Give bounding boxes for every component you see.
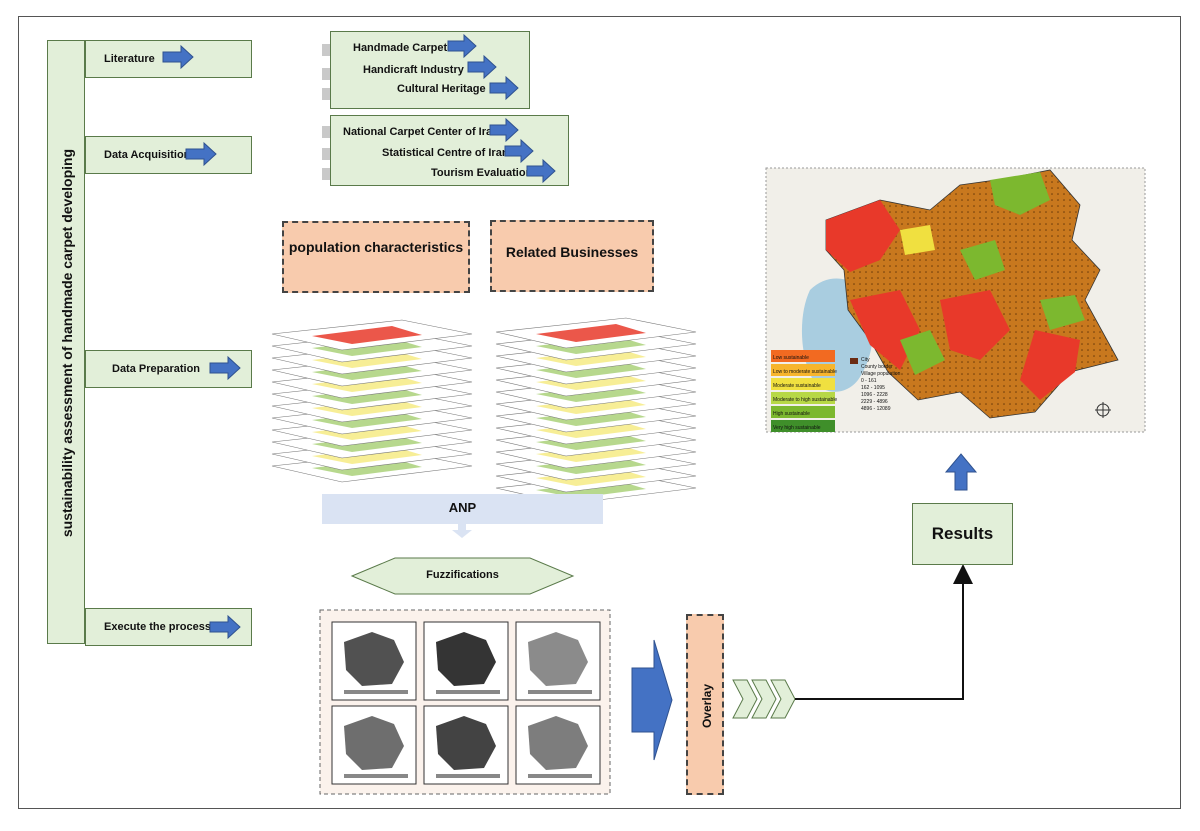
fuzzification-shape (350, 557, 575, 595)
fuzzy-map-shape (528, 632, 588, 686)
legend-item: County border (861, 364, 893, 370)
arrow-right-icon (489, 75, 519, 101)
anp-down-arrow-icon (452, 524, 472, 538)
step-literature: Literature (85, 40, 252, 78)
arrow-right-icon (185, 141, 217, 167)
map-legend: Low sustainable Low to moderate sustaina… (773, 351, 837, 435)
literature-items-box: Handmade Carpet Handicraft Industry Cult… (330, 31, 530, 109)
legend-item: 162 - 1095 (861, 385, 885, 391)
step-label: Execute the process (104, 621, 211, 633)
result-map (765, 167, 1146, 433)
related-businesses-label: Related Businesses (505, 244, 639, 260)
fuzzy-map-shape (528, 716, 588, 770)
fuzzy-scale-bar (528, 774, 592, 778)
legend-item: 0 - 161 (861, 378, 877, 384)
literature-item: Handicraft Industry (363, 64, 464, 76)
legend-class: Moderate sustainable (773, 383, 821, 389)
legend-item: 1096 - 2228 (861, 392, 888, 398)
fuzzy-map-shape (344, 716, 404, 770)
fuzzy-map-shape (436, 716, 496, 770)
overlay-label: Overlay (700, 683, 714, 729)
map-layer-fill (536, 324, 646, 342)
fuzzy-scale-bar (344, 774, 408, 778)
acquisition-items-box: National Carpet Center of Iran Statistic… (330, 115, 569, 186)
fuzzy-scale-bar (436, 690, 500, 694)
arrow-right-icon (489, 117, 519, 143)
map-legend-extra: City County border Village population 0 … (861, 357, 900, 413)
fuzzy-map-grid (331, 621, 601, 785)
population-layer-stack (271, 319, 473, 483)
legend-class: Low sustainable (773, 355, 809, 361)
legend-class: High sustainable (773, 411, 810, 417)
legend-class: Very high sustainable (773, 425, 821, 431)
step-label: Data Acquisition (104, 149, 191, 161)
fuzzy-scale-bar (436, 774, 500, 778)
literature-tabs (322, 44, 330, 180)
business-layer-stack (495, 317, 697, 505)
anp-bar (322, 494, 603, 524)
arrow-right-icon (162, 44, 194, 70)
step-data-acquisition: Data Acquisition (85, 136, 252, 174)
arrow-right-icon (467, 54, 497, 80)
arrow-right-icon (447, 33, 477, 59)
related-businesses-box: Related Businesses (490, 220, 654, 292)
legend-item: 4896 - 12089 (861, 406, 891, 412)
diagram-frame (18, 16, 1181, 809)
arrow-up-icon (944, 453, 978, 491)
sidebar-title-box: sustainability assessment of handmade ca… (47, 40, 85, 644)
legend-item: City (861, 357, 870, 363)
chevron-arrows-icon (732, 679, 796, 719)
fuzzy-scale-bar (528, 690, 592, 694)
acquisition-item: National Carpet Center of Iran (343, 126, 499, 138)
acquisition-item: Statistical Centre of Iran (382, 147, 509, 159)
map-layer-fill (312, 326, 422, 344)
fuzzy-map-shape (436, 632, 496, 686)
legend-class: Low to moderate sustainable (773, 369, 837, 375)
results-label: Results (931, 524, 994, 543)
population-characteristics-label: population characteristics (288, 239, 464, 255)
arrow-right-icon (504, 138, 534, 164)
legend-class: Moderate to high sustainable (773, 397, 838, 403)
acquisition-item: Tourism Evaluation (431, 167, 533, 179)
blue-arrow-icons (162, 33, 978, 761)
arrow-right-icon (209, 355, 241, 381)
step-label: Literature (104, 53, 155, 65)
fuzzy-scale-bar (344, 690, 408, 694)
population-characteristics-box: population characteristics (282, 221, 470, 293)
big-arrow-right-icon (631, 639, 673, 761)
results-box: Results (912, 503, 1013, 565)
arrow-right-icon (526, 158, 556, 184)
legend-item: 2229 - 4896 (861, 399, 888, 405)
overlay-box: Overlay (686, 614, 724, 795)
literature-item: Cultural Heritage (397, 83, 486, 95)
fuzzy-map-shape (344, 632, 404, 686)
anp-label: ANP (448, 500, 477, 515)
literature-item: Handmade Carpet (353, 42, 448, 54)
step-label: Data Preparation (112, 363, 201, 375)
arrow-right-icon (209, 614, 241, 640)
fuzzification-label: Fuzzifications (426, 569, 499, 581)
legend-item: Village population (861, 371, 901, 377)
connector-line (795, 564, 973, 700)
